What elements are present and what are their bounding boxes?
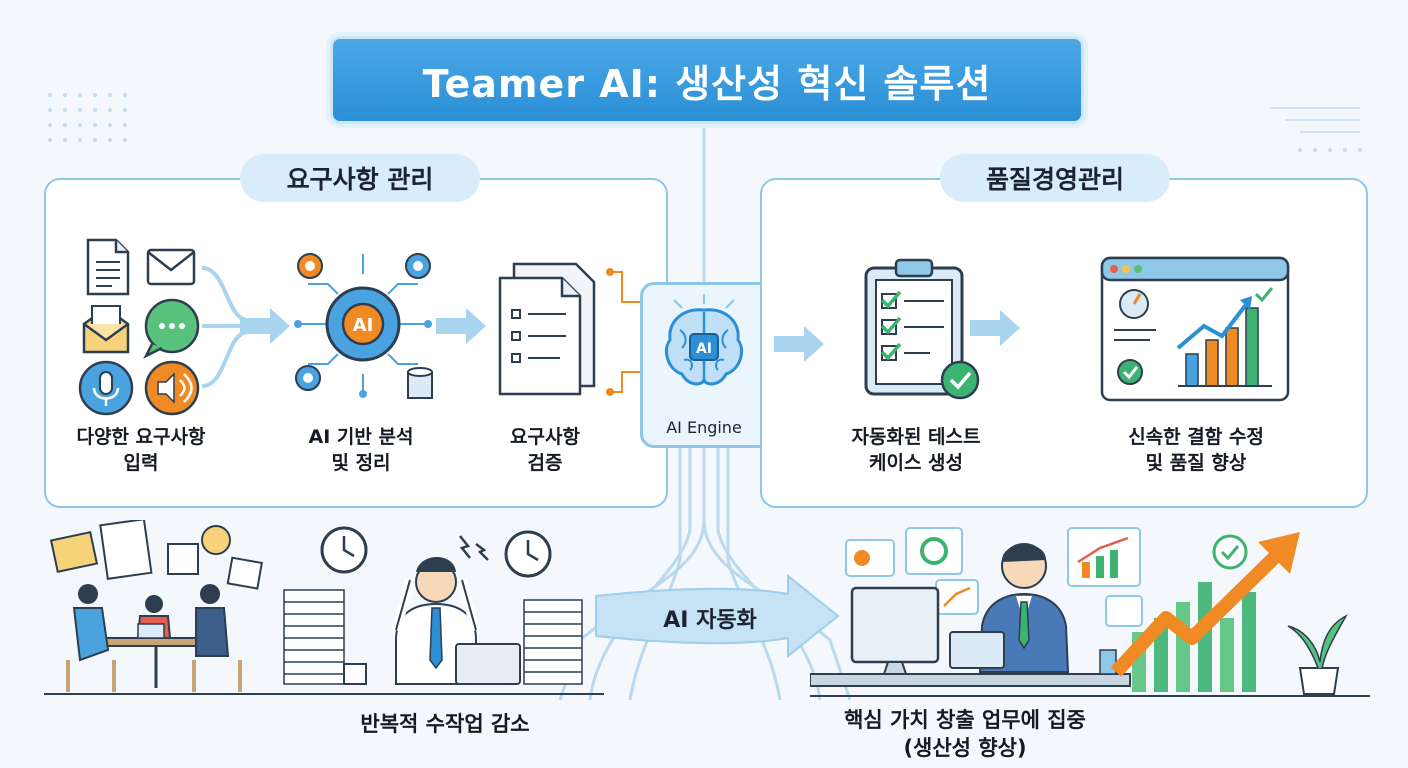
gear-icon bbox=[297, 253, 323, 279]
microphone-icon bbox=[78, 360, 134, 416]
bottom-right-caption: 핵심 가치 창출 업무에 집중 (생산성 향상) bbox=[844, 708, 1086, 760]
chat-bubble-icon bbox=[143, 298, 200, 359]
step-caption-quality: 신속한 결함 수정 및 품질 향상 bbox=[1128, 426, 1264, 474]
envelope-icon bbox=[146, 248, 196, 286]
step-caption-input: 다양한 요구사항 입력 bbox=[76, 426, 206, 474]
checklist-document-icon bbox=[498, 262, 596, 396]
page-title: Teamer AI: 생산성 혁신 솔루션 bbox=[330, 36, 1084, 124]
analysis-icons-group: AI bbox=[294, 253, 433, 399]
engine-chip-text: AI bbox=[696, 341, 712, 357]
automation-arrow bbox=[595, 574, 840, 659]
brain-icon: AI bbox=[665, 294, 743, 386]
gear-icon bbox=[405, 253, 431, 279]
ai-engine-label: AI Engine bbox=[666, 418, 742, 437]
svg-text:AI: AI bbox=[353, 315, 374, 336]
flow-arrow bbox=[970, 310, 1020, 346]
automation-label: AI 자동화 bbox=[663, 608, 757, 633]
flow-arrow bbox=[774, 326, 824, 362]
open-mail-icon bbox=[82, 305, 130, 354]
quality-heading: 품질경영관리 bbox=[940, 154, 1170, 202]
flow-arrow bbox=[240, 308, 290, 344]
dashboard-chart-icon bbox=[1100, 256, 1290, 402]
step-caption-test-cases: 자동화된 테스트 케이스 생성 bbox=[851, 426, 981, 474]
requirements-heading: 요구사항 관리 bbox=[240, 154, 480, 202]
gear-icon: AI bbox=[325, 286, 401, 362]
document-icon bbox=[86, 238, 130, 296]
bottom-left-caption: 반복적 수작업 감소 bbox=[360, 712, 530, 736]
step-caption-analysis: AI 기반 분석 및 정리 bbox=[308, 426, 414, 474]
clipboard-checklist-icon bbox=[864, 258, 980, 400]
manual-work-illustration bbox=[44, 520, 604, 695]
flow-arrow bbox=[436, 308, 486, 344]
gear-icon bbox=[295, 365, 321, 391]
database-icon bbox=[407, 367, 433, 399]
focused-work-illustration bbox=[810, 527, 1370, 697]
step-caption-verify: 요구사항 검증 bbox=[510, 426, 580, 474]
input-icons-group bbox=[78, 238, 248, 416]
speaker-icon bbox=[144, 360, 200, 416]
